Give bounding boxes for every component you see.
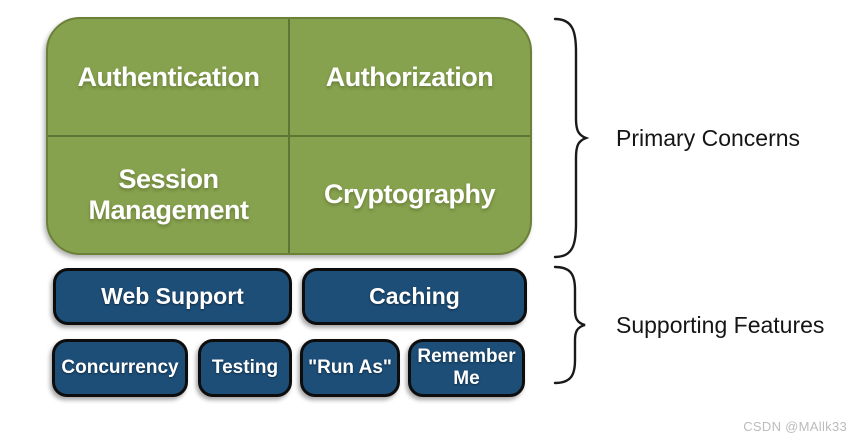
pill-run-as-label: "Run As" (308, 357, 392, 379)
pill-web-support: Web Support (53, 268, 292, 325)
csdn-watermark: CSDN @MAllk33 (743, 419, 847, 434)
quadrant-divider-horizontal (48, 135, 530, 137)
cell-cryptography-label: Cryptography (323, 179, 496, 210)
pill-concurrency-label: Concurrency (61, 357, 179, 379)
cell-session-management: Session Management (48, 136, 289, 253)
pill-remember-me: Remember Me (408, 339, 525, 397)
pill-concurrency: Concurrency (52, 339, 188, 397)
cell-authentication: Authentication (48, 19, 289, 136)
pill-caching: Caching (302, 268, 527, 325)
cell-authorization-label: Authorization (325, 62, 494, 93)
primary-brace-icon (553, 17, 590, 259)
primary-concerns-box: Authentication Authorization Session Man… (46, 17, 532, 255)
pill-testing: Testing (198, 339, 292, 397)
cell-authorization: Authorization (289, 19, 530, 136)
pill-testing-label: Testing (211, 357, 279, 379)
pill-web-support-label: Web Support (101, 283, 244, 309)
quadrant-grid: Authentication Authorization Session Man… (48, 19, 530, 253)
cell-cryptography: Cryptography (289, 136, 530, 253)
pill-caching-label: Caching (369, 283, 460, 309)
supporting-brace-icon (553, 265, 586, 385)
primary-concerns-label: Primary Concerns (616, 124, 801, 151)
pill-remember-me-label: Remember Me (417, 346, 516, 389)
cell-session-management-label: Session Management (88, 164, 249, 225)
cell-authentication-label: Authentication (77, 62, 261, 93)
pill-run-as: "Run As" (300, 339, 400, 397)
supporting-features-label: Supporting Features (616, 311, 825, 338)
